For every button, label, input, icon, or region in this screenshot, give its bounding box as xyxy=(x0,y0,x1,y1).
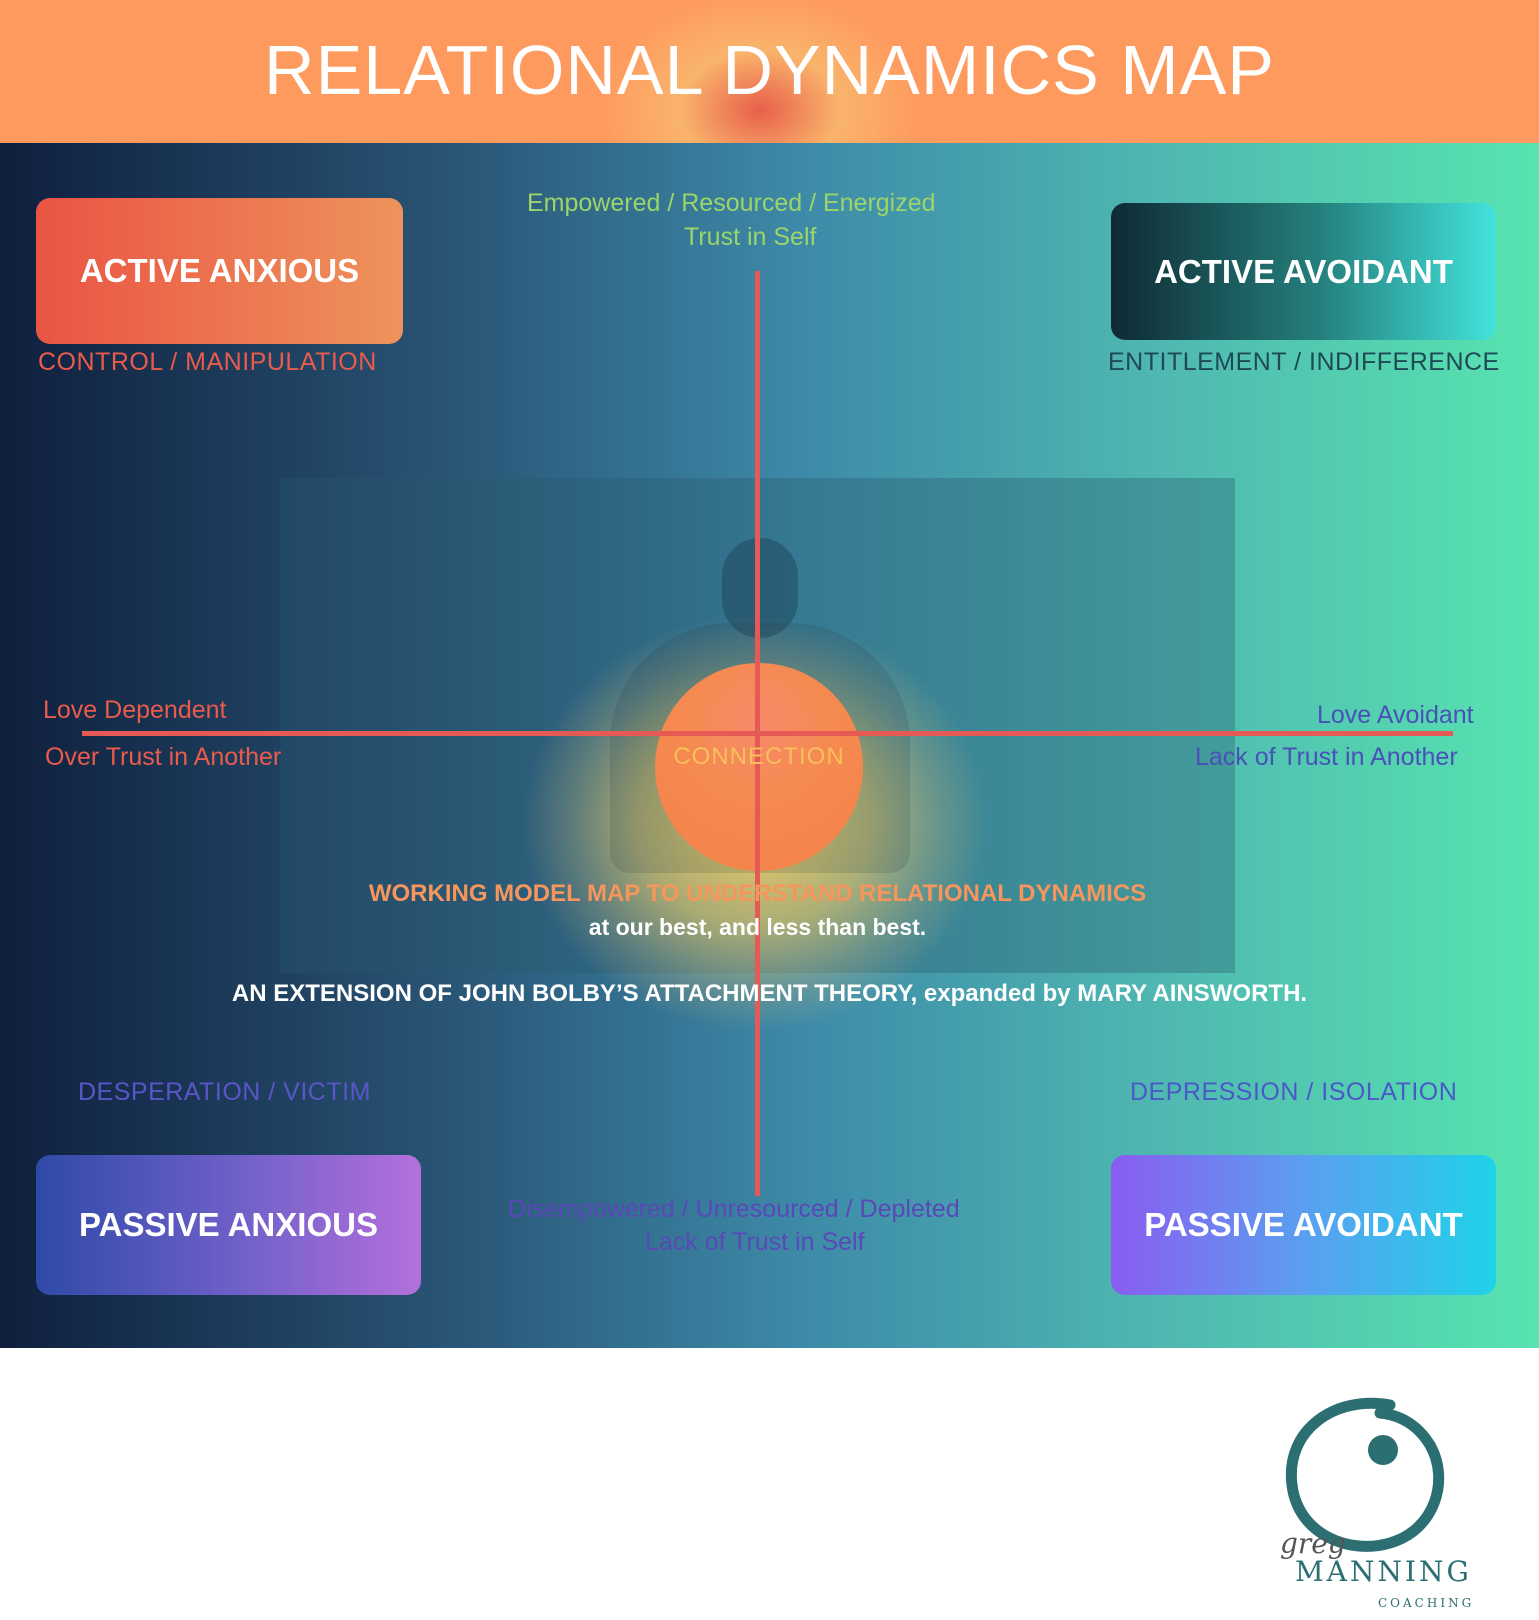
quadrant-active-anxious: ACTIVE ANXIOUS xyxy=(36,198,403,344)
quadrant-passive-avoidant: PASSIVE AVOIDANT xyxy=(1111,1155,1496,1295)
quadrant-passive-anxious: PASSIVE ANXIOUS xyxy=(36,1155,421,1295)
axis-bottom-line2: Lack of Trust in Self xyxy=(645,1228,865,1256)
connection-label: CONNECTION xyxy=(673,743,845,770)
quadrant-title: PASSIVE AVOIDANT xyxy=(1144,1206,1463,1243)
quadrant-title: ACTIVE AVOIDANT xyxy=(1154,252,1453,290)
logo-tagline: COACHING xyxy=(1378,1596,1474,1610)
logo-script: greg xyxy=(1280,1527,1346,1560)
caption-active-avoidant: ENTITLEMENT / INDIFFERENCE xyxy=(1108,348,1500,376)
model-note-subtitle: at our best, and less than best. xyxy=(588,914,927,940)
caption-passive-anxious: DESPERATION / VICTIM xyxy=(78,1078,371,1106)
model-note-title: WORKING MODEL MAP TO UNDERSTAND RELATION… xyxy=(368,880,1147,907)
caption-passive-avoidant: DEPRESSION / ISOLATION xyxy=(1130,1078,1458,1106)
axis-left-line1: Love Dependent xyxy=(43,696,227,724)
axis-bottom-line1: Disempowered / Unresourced / Depleted xyxy=(508,1195,960,1223)
axis-left-line2: Over Trust in Another xyxy=(45,743,282,771)
axis-top-line2: Trust in Self xyxy=(684,223,817,251)
axis-right-line2: Lack of Trust in Another xyxy=(1195,743,1458,771)
axis-top-line1: Empowered / Resourced / Energized xyxy=(527,189,936,217)
page-title: RELATIONAL DYNAMICS MAP xyxy=(264,31,1275,109)
person-silhouette-head xyxy=(722,538,798,638)
quadrant-title: ACTIVE ANXIOUS xyxy=(79,252,360,289)
header-banner: RELATIONAL DYNAMICS MAP xyxy=(0,0,1539,143)
logo-name: MANNING xyxy=(1295,1555,1472,1588)
quadrant-title: PASSIVE ANXIOUS xyxy=(79,1206,378,1243)
enso-circle-icon: greg MANNING COACHING xyxy=(1280,1397,1474,1610)
caption-active-anxious: CONTROL / MANIPULATION xyxy=(38,348,377,376)
horizontal-axis xyxy=(82,731,1453,736)
dynamics-map: CONNECTION ACTIVE ANXIOUS CONTROL / MANI… xyxy=(0,143,1539,1348)
theory-extension-note: AN EXTENSION OF JOHN BOLBY’S ATTACHMENT … xyxy=(231,980,1308,1007)
quadrant-active-avoidant: ACTIVE AVOIDANT xyxy=(1111,203,1496,340)
axis-right-line1: Love Avoidant xyxy=(1317,701,1474,729)
greg-manning-coaching-logo: greg MANNING COACHING xyxy=(1240,1385,1500,1615)
